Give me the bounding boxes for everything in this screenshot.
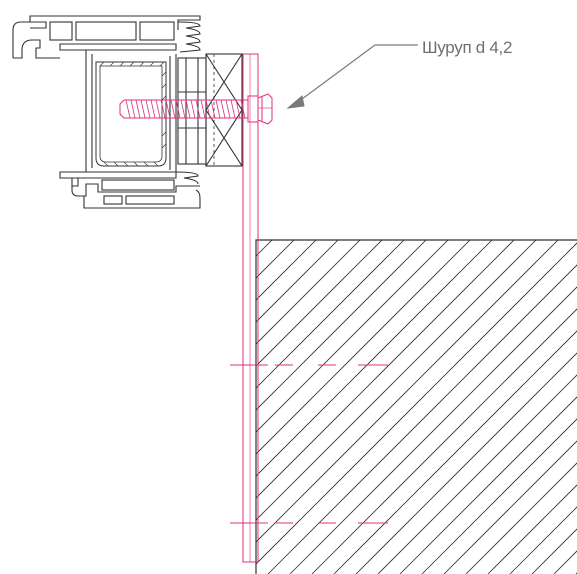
- callout-arrow: [286, 44, 418, 109]
- wall-hatching: [256, 240, 577, 574]
- screw: [119, 93, 273, 125]
- screw-callout-label: Шуруп d 4,2: [422, 38, 513, 57]
- window-frame-profile: [12, 15, 243, 209]
- steel-hatch: [99, 61, 167, 167]
- screw-thread: [125, 99, 246, 119]
- wall-section: [255, 239, 577, 574]
- mounting-plate: [242, 53, 259, 563]
- anchor-lines: [230, 364, 388, 524]
